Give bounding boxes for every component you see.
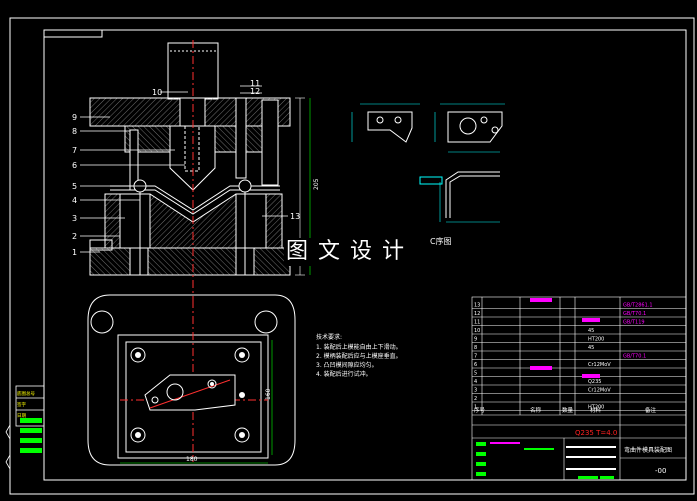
bom-cell-no: 10	[474, 328, 480, 334]
drawing-number: -00	[655, 467, 666, 475]
part-no-12: 12	[250, 87, 260, 96]
bom-cell-std: GB/T70.1	[623, 354, 646, 360]
bom-cell-no: 1	[474, 405, 477, 411]
tech-req-item: 1. 装配后上模能自由上下滑动。	[316, 343, 402, 351]
side-height-dim: 205	[313, 178, 320, 190]
bom-header-mat: 材料	[590, 406, 602, 414]
bom-cell-std: GB/T2861.1	[623, 303, 653, 309]
bom-header-qty: 数量	[562, 406, 574, 414]
part-leaders	[80, 85, 288, 253]
inner-frame	[43, 29, 687, 481]
bom-cell-no: 5	[474, 371, 477, 377]
bom-cell-no: 13	[474, 303, 480, 309]
part-no-9: 9	[72, 113, 77, 122]
bom-cell-mat: 45	[588, 345, 594, 351]
outer-frame	[9, 17, 695, 495]
bom-cell-no: 9	[474, 337, 477, 343]
plan-view	[87, 294, 296, 466]
watermark-title: 图文设计	[284, 238, 417, 266]
tech-requirements: 技术要求: 1. 装配后上模能自由上下滑动。 2. 模柄装配后应与上模座垂直。 …	[316, 333, 402, 378]
plan-height-dim: 160	[265, 388, 272, 400]
bom-cell-mat: Cr12MoV	[588, 388, 611, 394]
part-view-bracket	[351, 103, 420, 143]
part-no-6: 6	[72, 161, 77, 170]
part-view-plate	[434, 103, 505, 153]
bom-cell-no: 6	[474, 362, 477, 368]
bom-table	[471, 296, 687, 481]
bom-cell-no: 7	[474, 354, 477, 360]
plan-width-dim: 180	[186, 456, 198, 463]
bom-cell-mat: HT200	[588, 405, 604, 411]
part-no-10: 10	[152, 88, 162, 97]
bom-header-no: 序号	[474, 406, 486, 414]
bom-cell-no: 8	[474, 345, 477, 351]
bom-cell-no: 11	[474, 320, 480, 326]
tech-req-item: 3. 凸凹模间隙应均匀。	[316, 361, 378, 369]
part-no-1: 1	[72, 248, 77, 257]
bom-header-std: 备注	[645, 406, 657, 414]
material-line: Q235 T=4.0	[575, 429, 617, 437]
bom-cell-no: 3	[474, 388, 477, 394]
drawing-title: 弯曲件模具装配图	[624, 446, 672, 454]
part-no-13: 13	[290, 212, 300, 221]
front-section-view	[89, 40, 291, 300]
tech-req-item: 2. 模柄装配后应与上模座垂直。	[316, 352, 402, 360]
part-no-8: 8	[72, 127, 77, 136]
tech-req-item: 4. 装配后进行试冲。	[316, 370, 372, 378]
part-no-4: 4	[72, 196, 77, 205]
part-no-11: 11	[250, 79, 260, 88]
bom-cell-mat: Cr12MoV	[588, 362, 611, 368]
part-no-2: 2	[72, 232, 77, 241]
bom-header-name: 名称	[530, 406, 542, 414]
plan-bolts	[130, 347, 250, 443]
part-view-bent	[419, 171, 500, 223]
part-no-3: 3	[72, 214, 77, 223]
plan-dimensions	[120, 340, 273, 464]
part-no-5: 5	[72, 182, 77, 191]
bom-accents	[476, 298, 616, 479]
bom-cell-mat: Q235	[588, 379, 601, 385]
view-label: C序图	[430, 236, 452, 246]
bom-cell-no: 12	[474, 311, 480, 317]
bom-cell-no: 4	[474, 379, 477, 385]
bom-cell-mat: 45	[588, 328, 594, 334]
corner-tag	[43, 29, 103, 38]
part-no-7: 7	[72, 146, 77, 155]
tech-req-heading: 技术要求:	[316, 333, 342, 341]
bom-cell-std: GB/T119	[623, 320, 645, 326]
left-block-label: 签字	[17, 401, 26, 408]
bom-cell-mat: HT200	[588, 337, 604, 343]
bom-cell-std: GB/T70.1	[623, 311, 646, 317]
left-block-label: 底图总号	[17, 390, 35, 397]
bom-cell-no: 2	[474, 396, 477, 402]
left-side-block	[5, 385, 45, 471]
left-block-label: 日期	[17, 413, 26, 419]
